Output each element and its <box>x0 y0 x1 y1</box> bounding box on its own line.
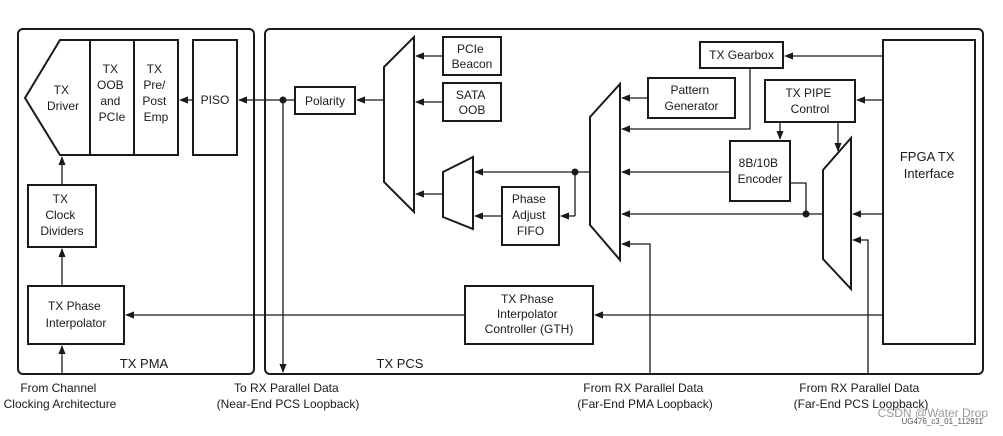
phase-adjust-fifo-label: Phase Adjust FIFO <box>512 192 549 238</box>
fpga-tx-interface-label: FPGA TX Interface <box>900 149 958 181</box>
tx-oob-pcie-label: TX OOB and PCIe <box>97 62 127 124</box>
tx-pipe-control-label: TX PIPE Control <box>785 86 834 116</box>
tx-driver-block <box>23 39 91 156</box>
output-mux <box>383 34 415 215</box>
piso-label: PISO <box>201 93 230 107</box>
caption-far-end-pcs-loopback: From RX Parallel Data (Far-End PCS Loopb… <box>794 381 929 411</box>
tx-pipe-control-block <box>764 79 856 123</box>
fpga-tx-interface-block <box>882 39 976 345</box>
tx-pi-controller-block <box>464 285 594 345</box>
caption-near-end-pcs-loopback: To RX Parallel Data (Near-End PCS Loopba… <box>217 381 360 411</box>
tx-phase-interpolator-block <box>27 285 125 345</box>
tx-clock-dividers-label: TX Clock Dividers <box>40 192 83 238</box>
tx-driver-label: TX Driver <box>47 83 79 113</box>
wire-junctions <box>279 96 810 218</box>
phase-adjust-fifo-block <box>501 186 560 246</box>
caption-far-end-pma-loopback: From RX Parallel Data (Far-End PMA Loopb… <box>577 381 712 411</box>
figure-id: UG476_c3_01_112911 <box>901 417 983 426</box>
encoder-8b10b-label: 8B/10B Encoder <box>738 156 783 186</box>
encoder-bypass-mux <box>822 135 852 292</box>
tx-oob-pcie-block <box>89 39 135 156</box>
tx-pcs-title: TX PCS <box>377 356 424 371</box>
tx-gearbox-label: TX Gearbox <box>709 48 774 62</box>
caption-channel-clocking: From Channel Clocking Architecture <box>4 381 117 411</box>
tx-phase-interpolator-label: TX Phase Interpolator <box>46 299 107 330</box>
pattern-generator-label: Pattern Generator <box>664 83 718 113</box>
tx-gearbox-block <box>699 41 784 69</box>
pcie-beacon-label: PCIe Beacon <box>452 42 493 71</box>
pcie-beacon-block <box>442 36 502 76</box>
piso-block <box>192 39 238 156</box>
tx-pi-controller-label: TX Phase Interpolator Controller (GTH) <box>485 292 574 336</box>
fifo-bypass-mux <box>442 155 474 231</box>
encoder-8b10b-block <box>729 140 791 202</box>
sata-oob-label: SATA OOB <box>456 88 488 117</box>
tx-pma-title: TX PMA <box>120 356 169 371</box>
polarity-label: Polarity <box>305 94 345 108</box>
tx-pcs-region <box>264 28 984 375</box>
tx-pre-post-emp-block <box>133 39 179 156</box>
tx-pma-region <box>17 28 255 375</box>
loopback-mux <box>589 81 621 263</box>
tx-pre-post-emp-label: TX Pre/ Post Emp <box>142 62 169 124</box>
watermark: CSDN @Water Drop <box>878 406 989 420</box>
signal-wires <box>58 52 883 374</box>
